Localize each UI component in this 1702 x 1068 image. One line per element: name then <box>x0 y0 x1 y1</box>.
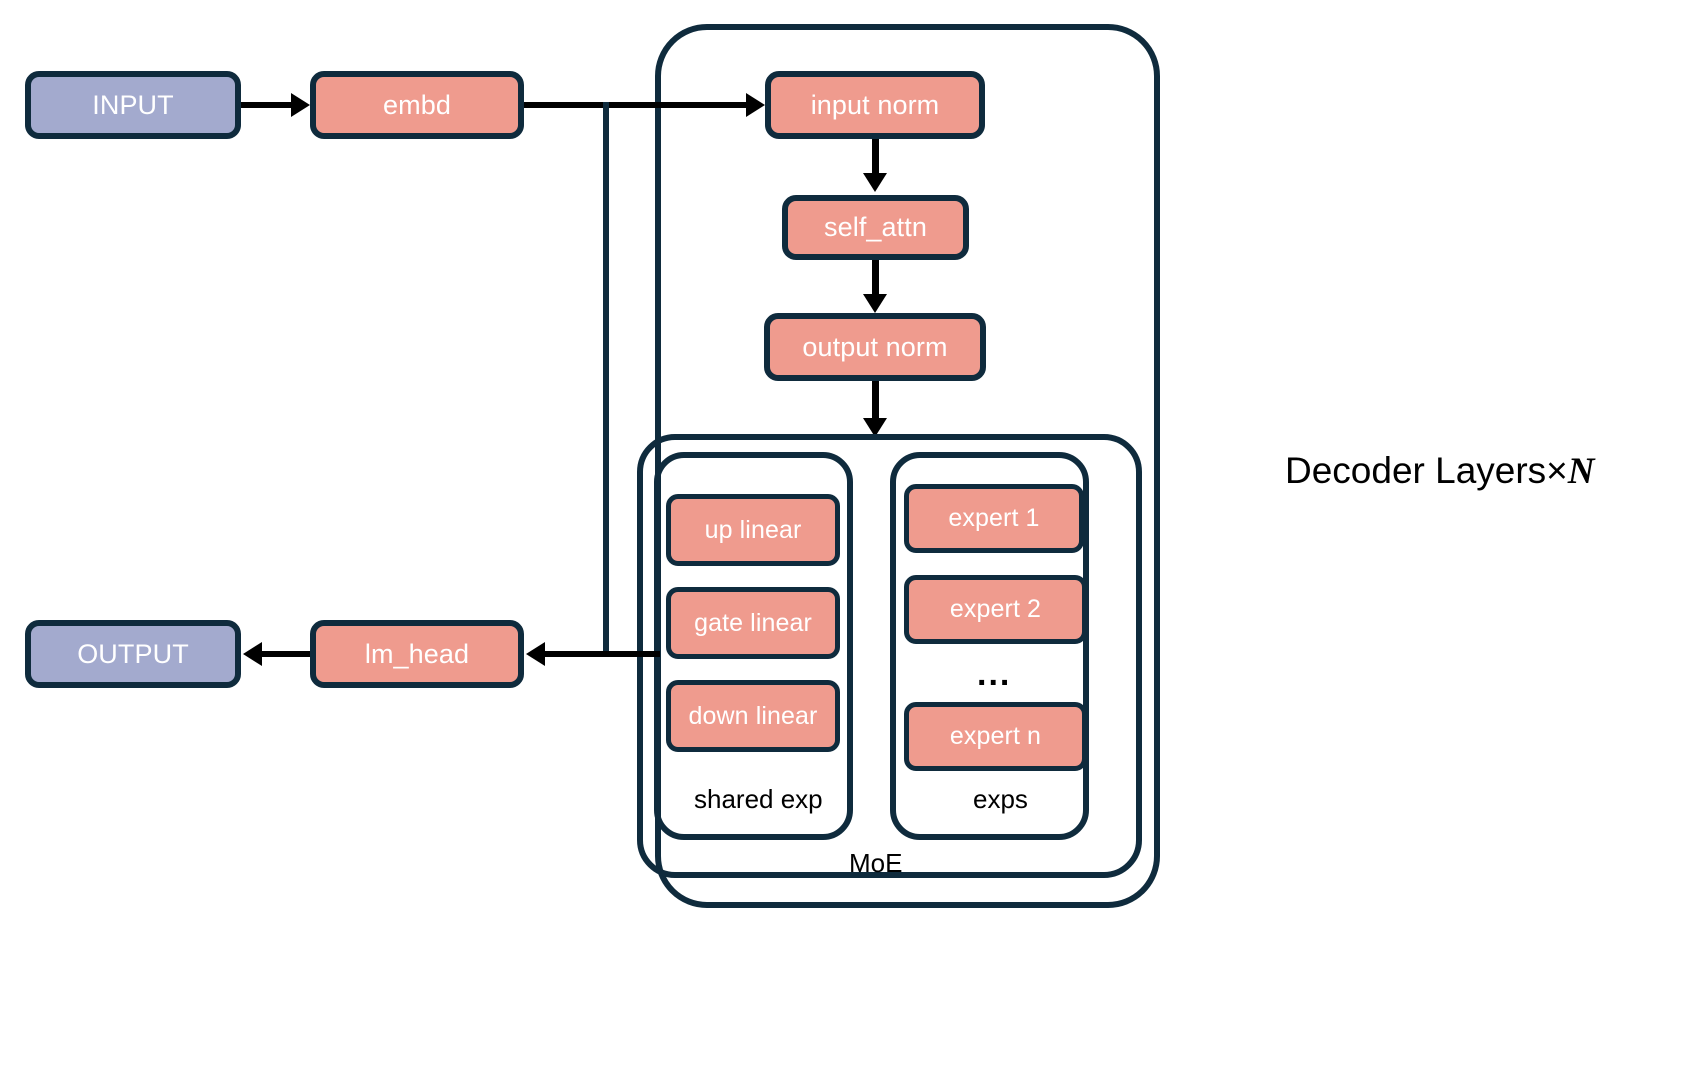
self-attn-node[interactable]: self_attn <box>782 195 969 260</box>
expert-n-node[interactable]: expert n <box>904 702 1087 771</box>
embd-node-label: embd <box>383 89 451 120</box>
output-norm-node[interactable]: output norm <box>764 313 986 381</box>
input-node-label: INPUT <box>92 89 174 120</box>
arrowhead-embd-to-input-norm <box>746 93 765 117</box>
connector-embd-to-input-norm <box>524 102 746 108</box>
moe-group-label: MoE <box>849 848 903 878</box>
arrowhead-lm-head-to-output <box>243 642 262 666</box>
decoder-layers-count: N <box>1567 451 1595 492</box>
expert-n-node-label: expert n <box>949 722 1042 750</box>
expert-2-node-label: expert 2 <box>949 595 1042 623</box>
experts-ellipsis: ... <box>977 655 1012 693</box>
decoder-layers-prefix: Decoder Layers× <box>1285 450 1568 491</box>
connector-input-norm-to-self-attn <box>872 139 879 177</box>
connector-layer-to-lm-head <box>545 651 660 657</box>
down-linear-node[interactable]: down linear <box>666 680 840 752</box>
up-linear-node-label: up linear <box>704 515 802 544</box>
self-attn-node-label: self_attn <box>824 212 927 242</box>
embd-node[interactable]: embd <box>310 71 524 139</box>
input-node[interactable]: INPUT <box>25 71 241 139</box>
arrowhead-input-to-embd <box>291 93 310 117</box>
expert-1-node-label: expert 1 <box>948 504 1040 532</box>
input-norm-node[interactable]: input norm <box>765 71 985 139</box>
gate-linear-node[interactable]: gate linear <box>666 587 840 659</box>
lm-head-node-label: lm_head <box>364 638 470 669</box>
experts-label: exps <box>973 784 1028 814</box>
output-node[interactable]: OUTPUT <box>25 620 241 688</box>
output-node-label: OUTPUT <box>77 638 189 669</box>
shared-expert-container <box>654 452 853 840</box>
connector-input-to-embd <box>241 102 291 108</box>
lm-head-node[interactable]: lm_head <box>310 620 524 688</box>
connector-self-attn-to-output-norm <box>872 260 879 298</box>
output-norm-node-label: output norm <box>802 331 948 362</box>
down-linear-node-label: down linear <box>688 701 818 730</box>
shared-expert-label: shared exp <box>694 784 823 814</box>
connector-output-norm-to-moe <box>872 381 879 423</box>
input-norm-node-label: input norm <box>810 89 940 120</box>
up-linear-node[interactable]: up linear <box>666 494 840 566</box>
experts-container <box>890 452 1089 840</box>
expert-1-node[interactable]: expert 1 <box>904 484 1084 553</box>
connector-lm-head-to-output <box>262 651 310 657</box>
decoder-layers-annotation: Decoder Layers×N <box>1285 452 1595 490</box>
arrowhead-self-attn-to-output-norm <box>863 294 887 313</box>
expert-2-node[interactable]: expert 2 <box>904 575 1087 644</box>
arrowhead-layer-to-lm-head <box>526 642 545 666</box>
arrowhead-output-norm-to-moe <box>863 418 887 437</box>
arrowhead-input-norm-to-self-attn <box>863 173 887 192</box>
gate-linear-node-label: gate linear <box>694 608 812 637</box>
